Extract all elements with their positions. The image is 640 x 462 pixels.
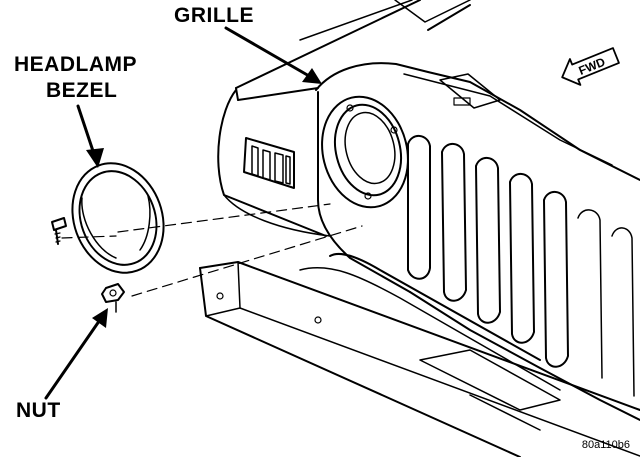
alignment-lines: [61, 203, 363, 297]
headlamp-bezel: [71, 162, 165, 274]
forward-arrow-icon: FWD: [561, 47, 620, 86]
bumper: [199, 252, 640, 458]
nut-label: NUT: [16, 399, 61, 422]
nut-part: [101, 283, 125, 313]
fender: [217, 89, 331, 237]
grille: [315, 62, 640, 421]
grille-label: GRILLE: [174, 4, 254, 27]
bezel-label: BEZEL: [46, 79, 118, 102]
hood: [235, 0, 471, 101]
arrowheads: [86, 68, 322, 328]
screw: [51, 217, 67, 245]
figure-id: 80a110b6: [581, 439, 630, 451]
headlamp-label: HEADLAMP: [14, 53, 137, 76]
